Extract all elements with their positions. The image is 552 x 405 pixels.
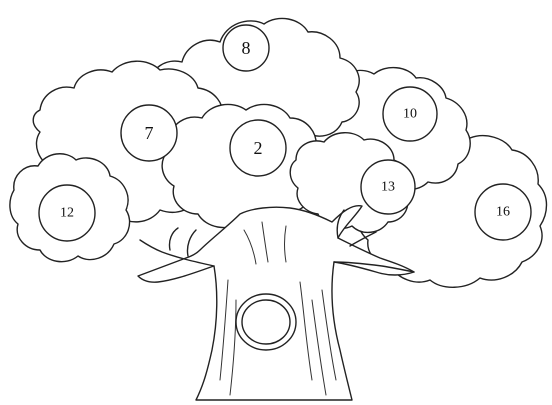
number-label-16: 16 <box>496 205 510 220</box>
number-label-12: 12 <box>60 206 74 221</box>
number-label-13: 13 <box>381 180 395 195</box>
number-circle-7: 7 <box>121 105 177 161</box>
number-circle-12: 12 <box>39 185 95 241</box>
number-label-10: 10 <box>403 107 417 122</box>
number-circle-16: 16 <box>475 184 531 240</box>
number-circle-8: 8 <box>223 25 269 71</box>
number-label-8: 8 <box>242 38 251 58</box>
number-circle-10: 10 <box>383 87 437 141</box>
number-circle-2: 2 <box>230 120 286 176</box>
number-label-7: 7 <box>145 123 154 143</box>
number-label-2: 2 <box>254 138 263 158</box>
number-circle-13: 13 <box>361 160 415 214</box>
